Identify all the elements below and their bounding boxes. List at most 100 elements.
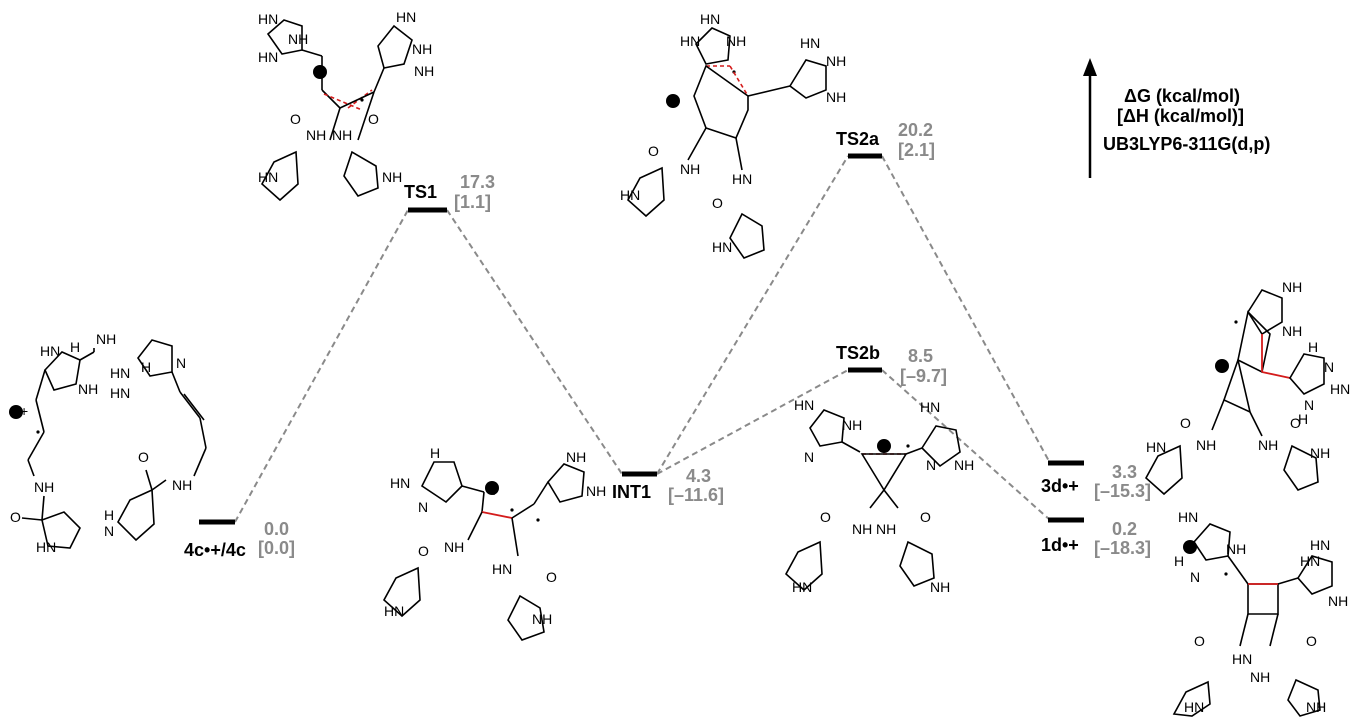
svg-text:O: O — [1306, 633, 1317, 649]
label-4c-dg: 0.0 — [264, 519, 289, 539]
label-ts2b-dg: 8.5 — [908, 346, 933, 366]
connectors — [234, 155, 1051, 523]
svg-text:+: + — [20, 403, 28, 419]
svg-text:H: H — [141, 359, 151, 375]
svg-text:N: N — [418, 499, 428, 515]
svg-text:HN: HN — [396, 9, 416, 25]
connector-ts2b-1d — [881, 369, 1051, 521]
legend-dh: [ΔH (kcal/mol)] — [1117, 106, 1244, 126]
svg-text:O: O — [10, 509, 21, 525]
connector-int1-ts2a — [656, 155, 849, 475]
energy-arrow-head — [1083, 58, 1097, 76]
svg-text:HN: HN — [732, 171, 752, 187]
label-ts1-name: TS1 — [404, 182, 437, 202]
structure-ts2b: HN NH N + HN N NH NH NH O O HN NH — [784, 397, 974, 595]
label-1d-name: 1d•+ — [1041, 535, 1079, 555]
svg-text:HN: HN — [792, 579, 812, 595]
svg-text:HN: HN — [920, 399, 940, 415]
svg-text:NH: NH — [532, 611, 552, 627]
connector-ts1-int1 — [446, 209, 623, 475]
svg-text:NH: NH — [382, 169, 402, 185]
svg-text:HN: HN — [258, 169, 278, 185]
label-int1-name: INT1 — [612, 482, 651, 502]
svg-text:O: O — [138, 449, 149, 465]
svg-text:NH: NH — [726, 33, 746, 49]
svg-text:HN: HN — [492, 561, 512, 577]
svg-text:HN: HN — [258, 49, 278, 65]
label-ts2b-name: TS2b — [836, 343, 880, 363]
svg-text:NH: NH — [1258, 437, 1278, 453]
structure-1d: HN NH N H + HN HN NH HN NH O O HN NH — [1172, 509, 1348, 717]
levels — [199, 153, 1084, 525]
svg-text:HN: HN — [1310, 537, 1330, 553]
legend: ΔG (kcal/mol) [ΔH (kcal/mol)] UB3LYP6-31… — [1083, 58, 1270, 178]
svg-text:O: O — [648, 143, 659, 159]
svg-text:O: O — [920, 509, 931, 525]
svg-text:NH: NH — [566, 449, 586, 465]
structure-ts2a: HN HN NH + HN NH NH NH O HN HN O HN — [620, 11, 846, 259]
svg-text:HN: HN — [110, 365, 130, 381]
connector-4c-ts1 — [234, 209, 409, 523]
connector-ts2a-3d — [881, 155, 1051, 464]
label-ts1-dg: 17.3 — [460, 172, 495, 192]
svg-text:NH: NH — [306, 127, 326, 143]
svg-text:N: N — [804, 449, 814, 465]
svg-text:NH: NH — [1282, 323, 1302, 339]
label-ts1-dh: [1.1] — [454, 192, 491, 212]
structure-4c: H HN NH NH + NH O HN H HN HN N NH O H N — [9, 331, 207, 555]
svg-text:NH: NH — [1196, 437, 1216, 453]
svg-text:H: H — [1174, 553, 1184, 569]
svg-text:NH: NH — [288, 31, 308, 47]
svg-text:NH: NH — [586, 483, 606, 499]
svg-text:O: O — [418, 543, 429, 559]
svg-text:HN: HN — [800, 35, 820, 51]
svg-text:NH: NH — [1250, 669, 1270, 685]
svg-text:NH: NH — [332, 127, 352, 143]
svg-text:HN: HN — [384, 603, 404, 619]
svg-text:NH: NH — [1328, 593, 1348, 609]
svg-text:O: O — [368, 111, 379, 127]
structure-3d: NH NH + H N HN N H NH NH O O HN NH — [1144, 279, 1350, 496]
svg-text:NH: NH — [172, 477, 192, 493]
svg-text:HN: HN — [1146, 439, 1166, 455]
svg-text:N: N — [104, 523, 114, 539]
legend-dg: ΔG (kcal/mol) — [1124, 86, 1240, 106]
legend-method: UB3LYP6-311G(d,p) — [1103, 134, 1270, 154]
structure-int1: H HN N + NH NH NH O HN HN O NH — [382, 445, 606, 641]
svg-text:O: O — [712, 195, 723, 211]
svg-text:O: O — [546, 569, 557, 585]
svg-text:NH: NH — [412, 41, 432, 57]
svg-text:N: N — [1324, 359, 1334, 375]
label-4c-name: 4c•+/4c — [184, 540, 246, 560]
svg-text:O: O — [1180, 415, 1191, 431]
svg-text:HN: HN — [1178, 509, 1198, 525]
label-1d-dg: 0.2 — [1112, 519, 1137, 539]
label-ts2a-name: TS2a — [836, 129, 880, 149]
svg-text:HN: HN — [390, 475, 410, 491]
label-ts2b-dh: [–9.7] — [900, 366, 947, 386]
label-int1-dg: 4.3 — [686, 466, 711, 486]
svg-text:H: H — [1298, 411, 1308, 427]
svg-text:HN: HN — [712, 239, 732, 255]
svg-text:NH: NH — [78, 381, 98, 397]
svg-text:NH: NH — [954, 457, 974, 473]
structure-ts1: HN NH HN + HN NH NH NH NH O O HN NH — [258, 9, 434, 202]
svg-text:H: H — [1308, 339, 1318, 355]
svg-text:HN: HN — [1232, 651, 1252, 667]
label-3d-dh: [–15.3] — [1094, 481, 1151, 501]
svg-text:NH: NH — [1226, 541, 1246, 557]
svg-text:NH: NH — [96, 331, 116, 347]
label-3d-dg: 3.3 — [1112, 462, 1137, 482]
state-labels: 4c•+/4c 0.0 [0.0] TS1 17.3 [1.1] INT1 4.… — [184, 120, 1151, 560]
svg-text:O: O — [820, 509, 831, 525]
label-3d-name: 3d•+ — [1041, 476, 1079, 496]
label-ts2a-dg: 20.2 — [898, 120, 933, 140]
svg-text:N: N — [176, 355, 186, 371]
svg-text:O: O — [1194, 633, 1205, 649]
svg-text:NH: NH — [34, 479, 54, 495]
svg-text:HN: HN — [110, 385, 130, 401]
svg-text:H: H — [104, 507, 114, 523]
svg-text:HN: HN — [40, 343, 60, 359]
svg-text:NH: NH — [1282, 279, 1302, 295]
